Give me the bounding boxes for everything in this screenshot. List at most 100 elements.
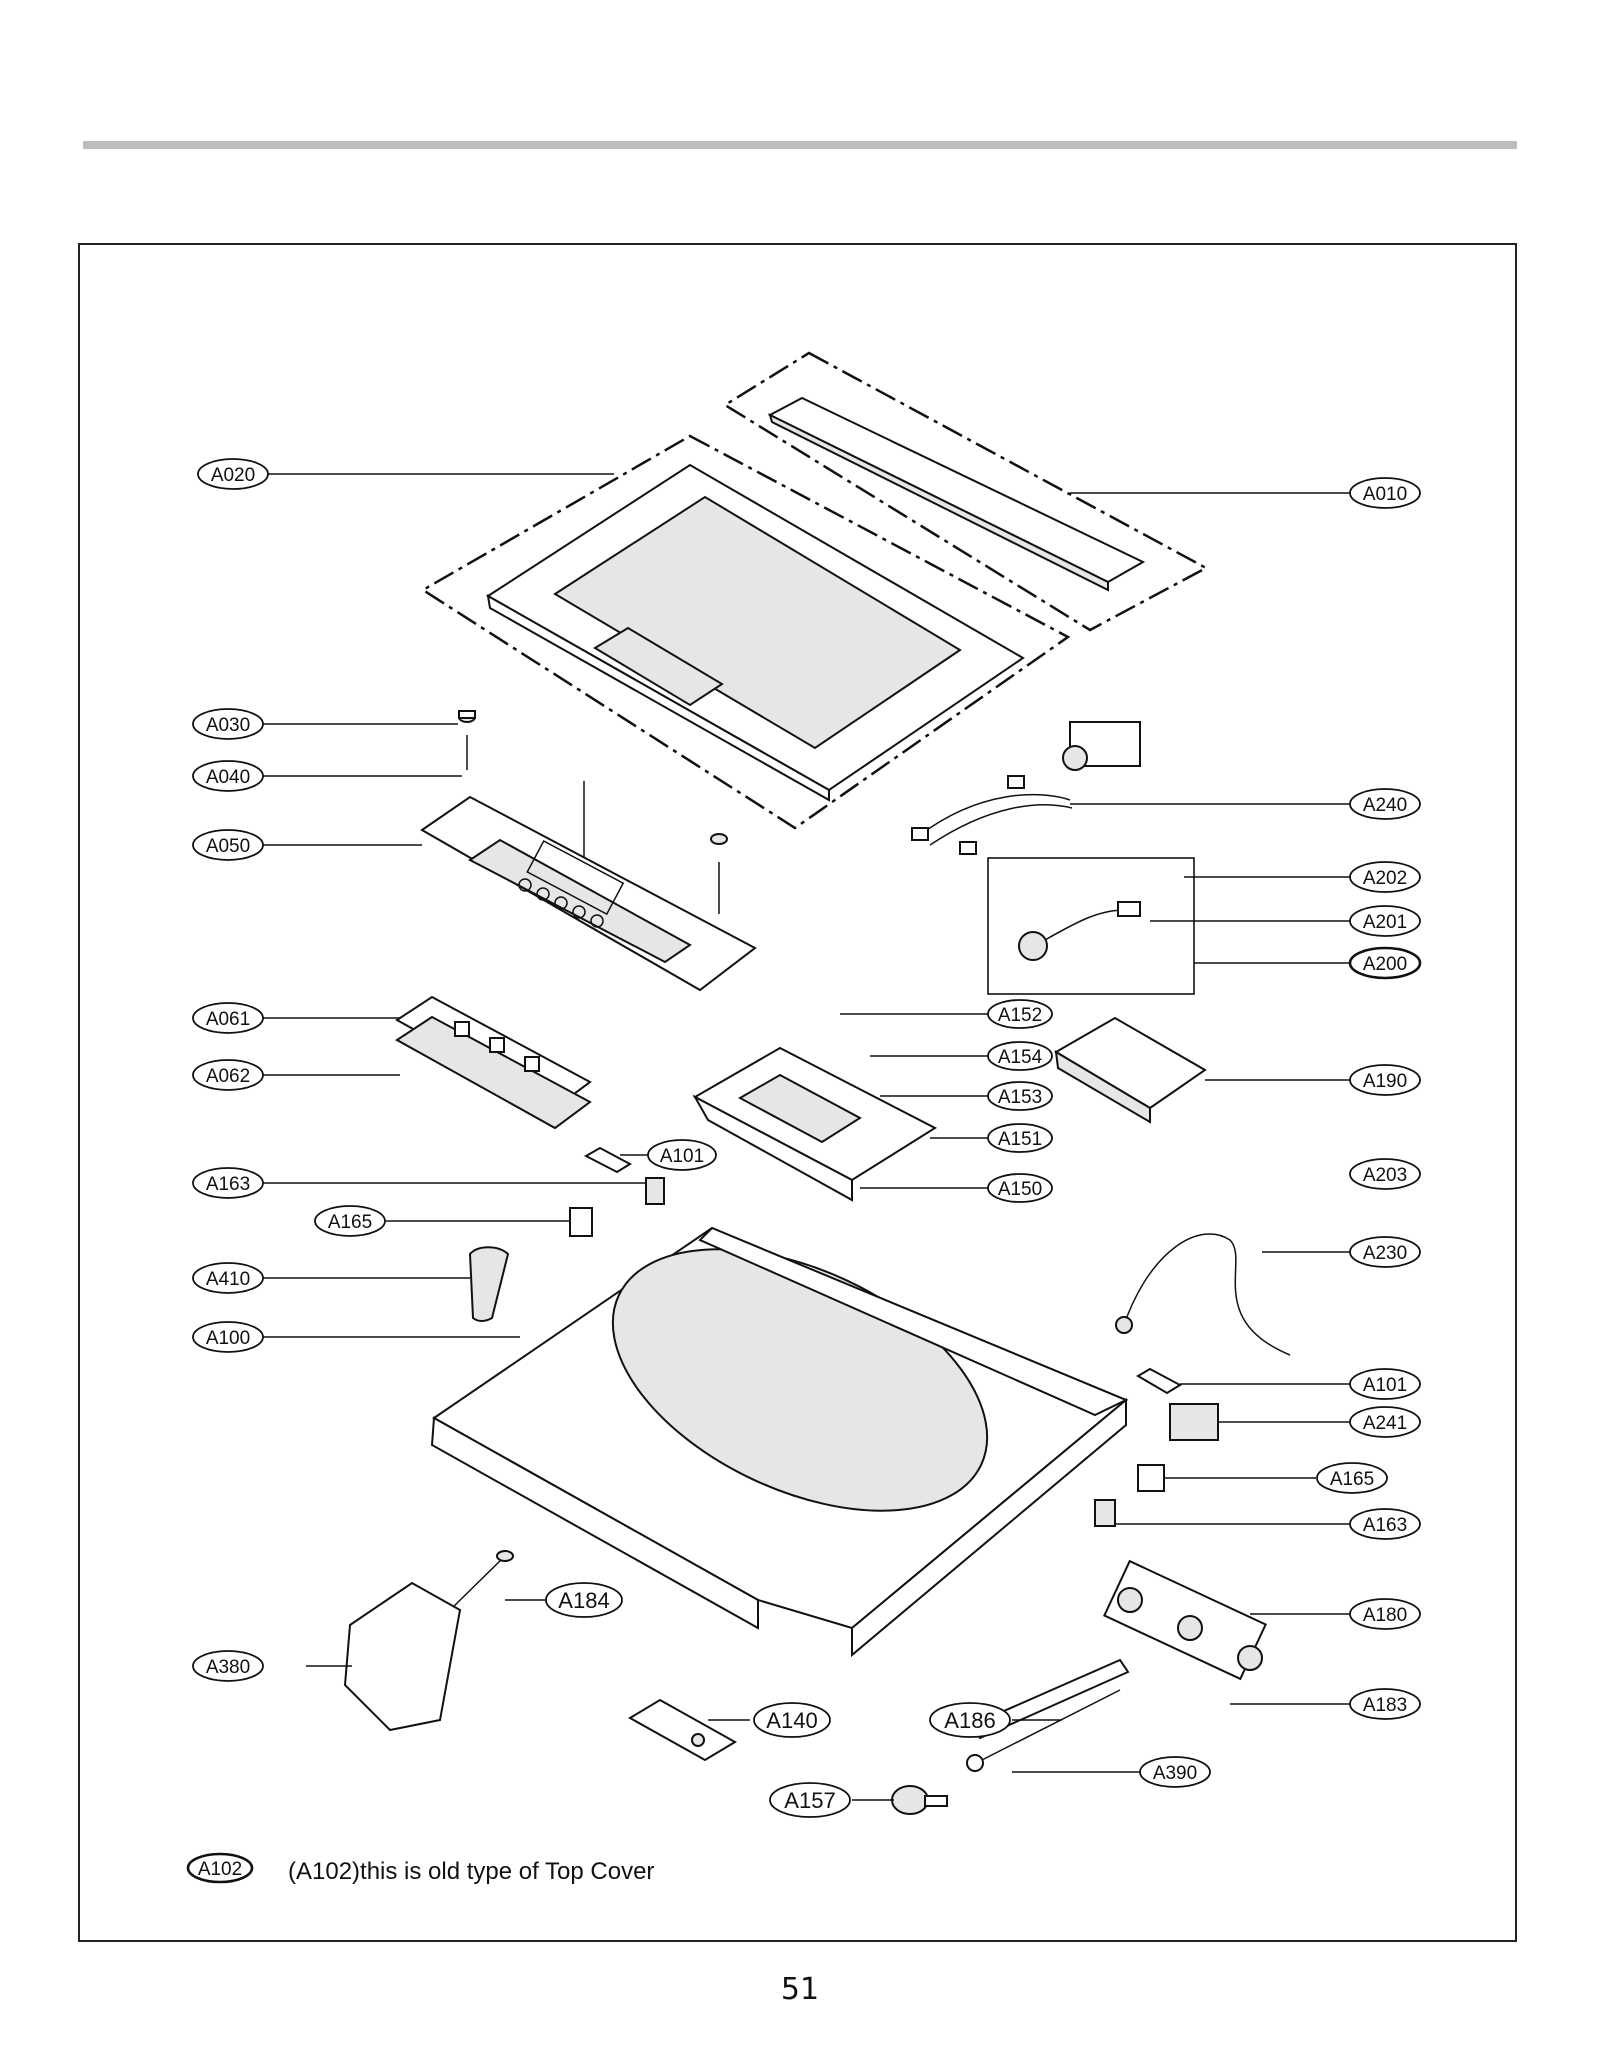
callout-A157: A157 [769,1782,851,1818]
legend-note: (A102)this is old type of Top Cover [288,1858,655,1885]
lid-lock-part-right [1094,1499,1116,1527]
wire-harness-part [911,775,1073,855]
callout-A180: A180 [1349,1598,1421,1630]
svg-text:A157: A157 [784,1788,835,1813]
callout-A165-left: A165 [314,1205,386,1237]
callout-A153: A153 [987,1081,1053,1111]
callout-A101-left: A101 [647,1139,717,1171]
pressure-switch-box [987,857,1195,995]
drain-part-a184 [449,1555,506,1611]
callout-A184: A184 [545,1582,623,1618]
callout-A241: A241 [1349,1406,1421,1438]
svg-text:A230: A230 [1363,1243,1407,1264]
callout-A190: A190 [1349,1064,1421,1096]
cover-boundary [722,351,1209,632]
svg-text:A152: A152 [998,1005,1042,1026]
svg-text:A190: A190 [1363,1071,1407,1092]
svg-text:A201: A201 [1363,912,1407,933]
svg-text:A163: A163 [206,1174,250,1195]
callout-A152: A152 [987,999,1053,1029]
plate-part-right [1136,1367,1183,1395]
junction-part [1169,1403,1219,1441]
svg-text:A165: A165 [328,1212,372,1233]
svg-text:A030: A030 [206,715,250,736]
callout-A240: A240 [1349,788,1421,820]
pressure-switch-part [1018,901,1141,961]
screw-cap-part [458,710,728,914]
hose-fitting-part [1115,1316,1133,1334]
svg-text:A183: A183 [1363,1695,1407,1716]
svg-text:A100: A100 [206,1328,250,1349]
diagram-frame [78,243,1517,1942]
detergent-dispenser-part [692,1046,938,1202]
svg-text:A203: A203 [1363,1165,1407,1186]
svg-text:A062: A062 [206,1066,250,1087]
callout-A050: A050 [192,829,264,861]
callout-A165-right: A165 [1316,1462,1388,1494]
callout-A151: A151 [987,1123,1053,1153]
callout-A101-right: A101 [1349,1368,1421,1400]
svg-text:A202: A202 [1363,868,1407,889]
callout-A062: A062 [192,1059,264,1091]
callout-A040: A040 [192,760,264,792]
svg-text:A165: A165 [1330,1469,1374,1490]
lid-part [486,463,1025,802]
callout-A020: A020 [197,458,269,490]
lock-assembly-part [628,1698,737,1762]
svg-text:A153: A153 [998,1087,1042,1108]
svg-text:A102: A102 [198,1859,242,1880]
svg-text:A150: A150 [998,1179,1042,1200]
drain-end-part [496,1550,514,1562]
top-cover-part [767,396,1146,592]
svg-text:A140: A140 [766,1708,817,1733]
lid-switch-part-right [1137,1464,1165,1492]
control-panel-part [420,795,757,992]
callout-A140: A140 [753,1702,831,1738]
svg-text:A101: A101 [1363,1375,1407,1396]
tube-part-a390 [975,1689,1121,1764]
svg-text:A061: A061 [206,1009,250,1030]
inlet-hose-part [1123,1233,1291,1356]
callout-A203: A203 [1349,1158,1421,1190]
svg-text:A380: A380 [206,1657,250,1678]
tube-end-part [966,1754,984,1772]
svg-text:A101: A101 [660,1146,704,1167]
callout-A102: A102 [186,1852,254,1884]
callout-A202: A202 [1349,861,1421,893]
svg-text:A186: A186 [944,1708,995,1733]
pcb-part [395,995,592,1130]
lid-lock-part-left [645,1177,665,1205]
lid-switch-part-left [569,1207,593,1237]
svg-text:A040: A040 [206,767,250,788]
callout-A410: A410 [192,1262,264,1294]
plate-part-left [583,1146,633,1174]
svg-text:A151: A151 [998,1129,1042,1150]
callout-A163-left: A163 [192,1167,264,1199]
callout-A010: A010 [1349,477,1421,509]
water-valve-part [1103,1559,1267,1681]
callout-A030: A030 [192,708,264,740]
svg-text:A241: A241 [1363,1413,1407,1434]
callout-A186: A186 [929,1702,1011,1738]
svg-text:A020: A020 [211,465,255,486]
callout-A200: A200 [1348,946,1422,980]
lid-assembly-boundary [420,434,1071,830]
svg-text:A184: A184 [558,1588,609,1613]
svg-text:A050: A050 [206,836,250,857]
svg-text:A180: A180 [1363,1605,1407,1626]
page-number: 51 [780,1972,820,2007]
callout-A100: A100 [192,1321,264,1353]
leader-lines [262,473,1350,1801]
header-rule [83,141,1517,149]
callout-A061: A061 [192,1002,264,1034]
svg-text:A240: A240 [1363,795,1407,816]
bin-part [343,1581,462,1732]
top-cover-body-part [430,1226,1129,1658]
callout-A390: A390 [1139,1756,1211,1788]
callout-A183: A183 [1349,1688,1421,1720]
svg-text:A163: A163 [1363,1515,1407,1536]
gasket-part [468,1246,510,1322]
callout-A380: A380 [192,1650,264,1682]
svg-text:A154: A154 [998,1047,1043,1068]
